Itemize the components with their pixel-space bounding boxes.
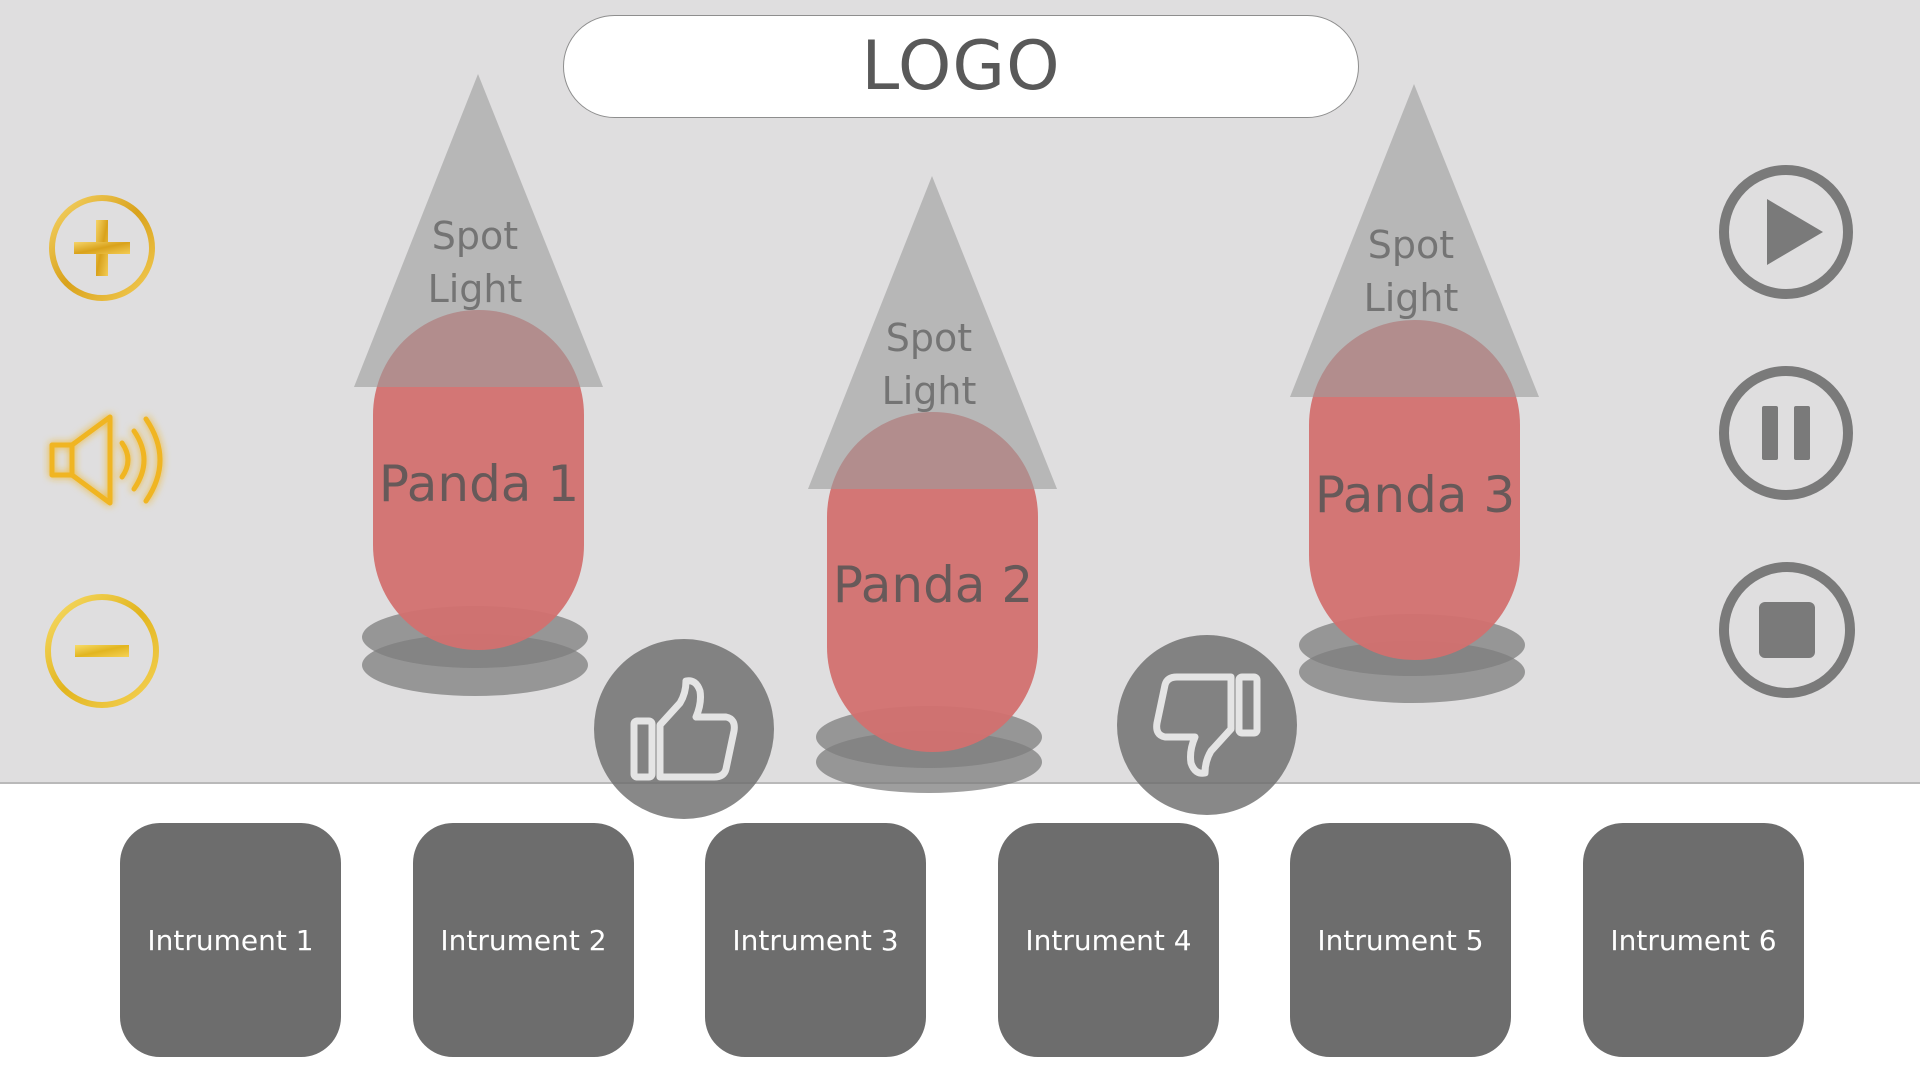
play-button[interactable]	[1717, 163, 1855, 301]
instrument-4-label: Intrument 4	[1025, 923, 1192, 957]
instrument-5-label: Intrument 5	[1317, 923, 1484, 957]
instrument-4-button[interactable]: Intrument 4	[998, 823, 1219, 1057]
instrument-6-label: Intrument 6	[1610, 923, 1777, 957]
instrument-6-button[interactable]: Intrument 6	[1583, 823, 1804, 1057]
volume-up-button[interactable]	[46, 192, 158, 304]
instrument-5-button[interactable]: Intrument 5	[1290, 823, 1511, 1057]
volume-button[interactable]	[42, 405, 178, 515]
logo-bar: LOGO	[563, 15, 1359, 118]
minus-circle-icon	[45, 594, 159, 708]
dislike-button[interactable]	[1117, 635, 1297, 815]
volume-down-button[interactable]	[42, 591, 162, 711]
like-button[interactable]	[594, 639, 774, 819]
instrument-1-button[interactable]: Intrument 1	[120, 823, 341, 1057]
instrument-3-label: Intrument 3	[732, 923, 899, 957]
instrument-row: Intrument 1 Intrument 2 Intrument 3 Intr…	[0, 823, 1920, 1057]
play-icon	[1719, 165, 1853, 299]
pause-icon	[1719, 366, 1853, 500]
stop-button[interactable]	[1717, 560, 1857, 700]
instrument-2-label: Intrument 2	[440, 923, 607, 957]
instrument-3-button[interactable]: Intrument 3	[705, 823, 926, 1057]
pause-button[interactable]	[1717, 364, 1855, 502]
plus-circle-icon	[49, 195, 155, 301]
instrument-1-label: Intrument 1	[147, 923, 314, 957]
stop-icon	[1719, 562, 1855, 698]
instrument-2-button[interactable]: Intrument 2	[413, 823, 634, 1057]
thumbs-up-icon	[630, 677, 738, 781]
speaker-icon	[49, 414, 163, 506]
thumbs-down-icon	[1153, 673, 1261, 777]
logo-text: LOGO	[861, 27, 1061, 106]
